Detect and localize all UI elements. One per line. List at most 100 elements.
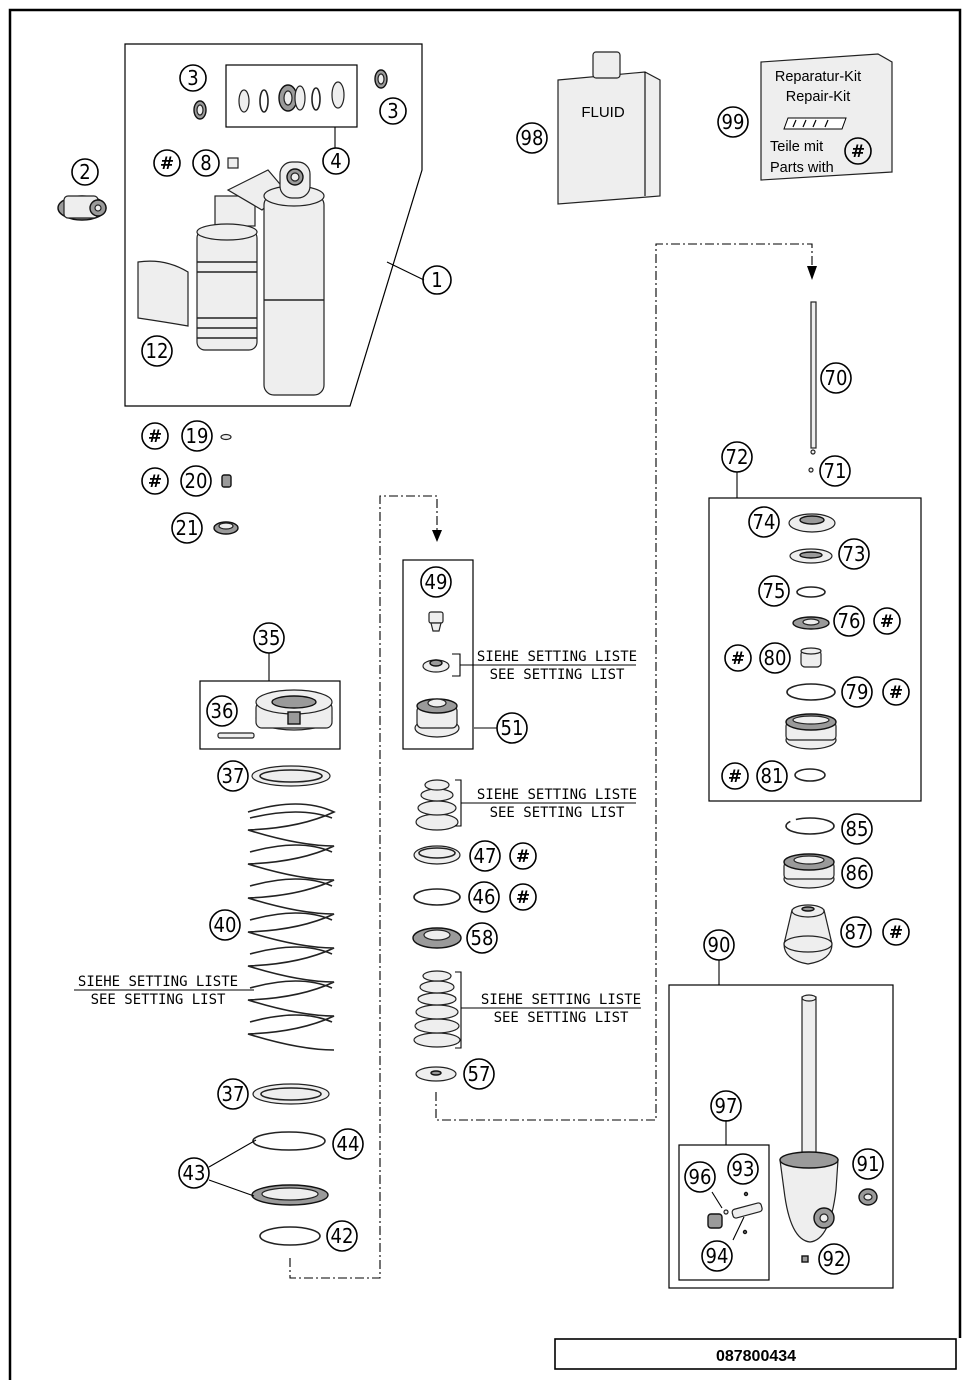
small-bearing-left	[193, 100, 207, 120]
callout-20: 20	[185, 469, 208, 493]
washer-57	[415, 1066, 457, 1082]
callout-85: 85	[846, 817, 869, 841]
part-86	[783, 853, 835, 889]
setting-note-stack-de: SIEHE SETTING LISTE	[477, 787, 637, 803]
small-bearing-right	[374, 69, 388, 89]
callout-57: 57	[468, 1062, 491, 1086]
callout-74: 74	[753, 510, 776, 534]
setting-note-valve-de: SIEHE SETTING LISTE	[477, 649, 637, 665]
callout-79: 79	[846, 680, 869, 704]
callout-51: 51	[501, 716, 524, 740]
callout-71: 71	[824, 459, 847, 483]
part-58	[412, 927, 462, 949]
setting-note-stack-en: SEE SETTING LIST	[490, 805, 625, 821]
group-frame-49	[402, 559, 474, 750]
setting-notes: SIEHE SETTING LISTE SEE SETTING LIST SIE…	[78, 649, 641, 1026]
callout-36: 36	[211, 699, 234, 723]
callout-42: 42	[331, 1224, 354, 1248]
group-frame-1	[124, 43, 423, 407]
flow-line-left	[289, 495, 438, 1279]
callout-49: 49	[425, 570, 448, 594]
ring-44	[252, 1131, 326, 1151]
hash-marker-19: #	[148, 427, 162, 447]
callout-numbers: 1 2 3 3 4 8 12 19 20 21 35 36 37 40 37 4…	[79, 66, 879, 1271]
valve-parts-49-51	[414, 611, 460, 738]
callout-72: 72	[726, 445, 749, 469]
callout-80: 80	[764, 646, 787, 670]
stop-stack	[415, 779, 459, 831]
callout-96: 96	[689, 1165, 712, 1189]
ring-42	[259, 1226, 321, 1246]
callout-93: 93	[732, 1157, 755, 1181]
setting-note-bump-de: SIEHE SETTING LISTE	[481, 992, 641, 1008]
callout-76: 76	[838, 609, 861, 633]
nut-8	[227, 157, 239, 169]
callout-97: 97	[715, 1094, 738, 1118]
callouts	[71, 64, 910, 1275]
callout-47: 47	[474, 844, 497, 868]
fluid-bottle-98: FLUID	[557, 51, 661, 205]
flow-line-middle	[435, 243, 813, 1121]
adjuster-2	[57, 195, 107, 221]
callout-99: 99	[722, 110, 745, 134]
callout-58: 58	[471, 926, 494, 950]
hash-marker-kit: #	[851, 142, 865, 162]
adjusting-nut-36	[217, 689, 333, 739]
group-frame-97	[678, 1144, 770, 1281]
callout-86: 86	[846, 861, 869, 885]
leader-1	[386, 261, 425, 281]
repair-kit-line1: Reparatur-Kit	[775, 69, 861, 85]
hash-markers: # # # # # # # # # # #	[148, 142, 903, 943]
callout-35: 35	[258, 626, 281, 650]
hash-marker-87: #	[889, 923, 903, 943]
bump-rubber	[413, 970, 461, 1048]
spring-40	[247, 803, 336, 1051]
ring-47	[413, 845, 461, 865]
hash-marker-8: #	[160, 154, 174, 174]
callout-12: 12	[146, 339, 169, 363]
page-frame	[8, 8, 962, 1380]
callout-73: 73	[843, 542, 866, 566]
callout-87: 87	[845, 920, 868, 944]
callout-4: 4	[330, 149, 341, 173]
fluid-label: FLUID	[581, 104, 625, 121]
group-72-parts	[785, 513, 837, 782]
hash-marker-47: #	[516, 847, 530, 867]
leader-43a	[208, 1139, 257, 1168]
callout-3a: 3	[187, 66, 198, 90]
callout-46: 46	[473, 885, 496, 909]
leader-43b	[208, 1179, 255, 1197]
callout-8: 8	[200, 151, 211, 175]
callout-19: 19	[186, 424, 209, 448]
callout-37b: 37	[222, 1082, 245, 1106]
setting-note-spring-en: SEE SETTING LIST	[91, 992, 226, 1008]
callout-92: 92	[823, 1247, 846, 1271]
seal-set-parts	[238, 81, 345, 113]
callout-1: 1	[431, 268, 442, 292]
callout-81: 81	[761, 764, 784, 788]
callout-90: 90	[708, 933, 731, 957]
hash-marker-81: #	[728, 767, 742, 787]
spring-seat-37-bottom	[252, 1083, 330, 1105]
hash-marker-79: #	[889, 683, 903, 703]
group-frame-90	[668, 984, 894, 1289]
group-frame-72	[708, 497, 922, 802]
repair-kit-line4: Parts with	[770, 160, 834, 176]
part-19	[220, 433, 232, 441]
callout-44: 44	[337, 1132, 360, 1156]
hash-marker-20: #	[148, 472, 162, 492]
bearing-43	[251, 1184, 329, 1206]
callout-3b: 3	[387, 99, 398, 123]
setting-note-bump-en: SEE SETTING LIST	[494, 1010, 629, 1026]
callout-75: 75	[763, 579, 786, 603]
ring-46	[413, 888, 461, 906]
ring-85	[785, 817, 835, 835]
repair-kit-line2: Repair-Kit	[786, 89, 850, 105]
callout-37a: 37	[222, 764, 245, 788]
part-21	[213, 521, 239, 535]
callout-43: 43	[183, 1161, 206, 1185]
hash-marker-46: #	[516, 888, 530, 908]
hash-marker-76: #	[880, 612, 894, 632]
callout-2: 2	[79, 160, 90, 184]
